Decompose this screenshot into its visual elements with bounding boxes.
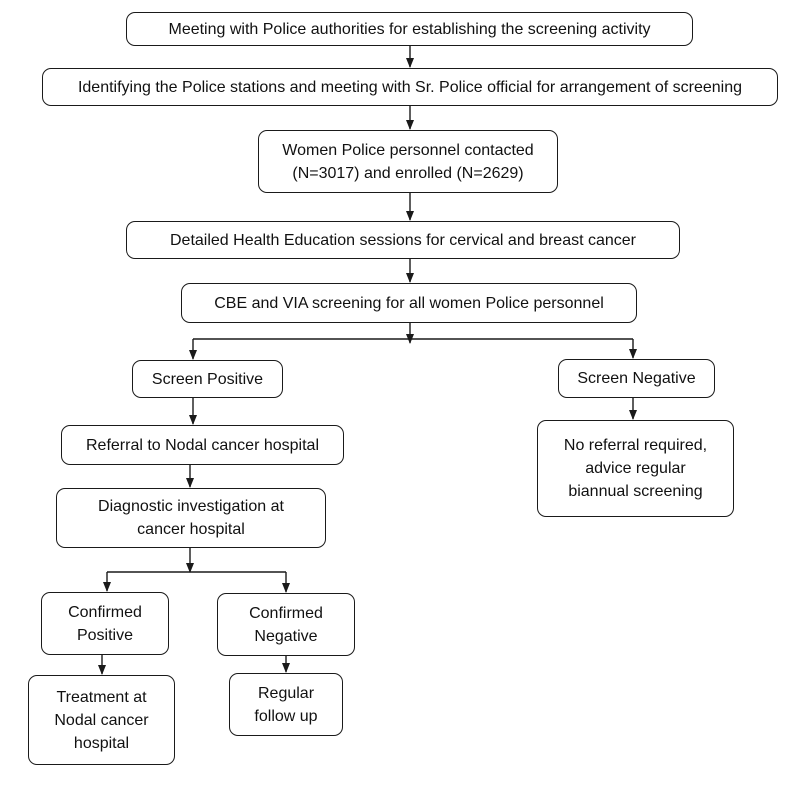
box-treatment-nodal-hospital-text: Treatment at Nodal cancer hospital: [54, 688, 149, 752]
box-cbe-via-screening: CBE and VIA screening for all women Poli…: [181, 283, 637, 323]
box-treatment-nodal-hospital: Treatment at Nodal cancer hospital: [28, 675, 175, 765]
box-screen-negative: Screen Negative: [558, 359, 715, 398]
box-identify-police-stations-text: Identifying the Police stations and meet…: [77, 78, 743, 96]
box-screen-positive-text: Screen Positive: [151, 370, 264, 388]
box-health-education: Detailed Health Education sessions for c…: [126, 221, 680, 259]
box-screen-positive: Screen Positive: [132, 360, 283, 398]
box-no-referral-required: No referral required, advice regular bia…: [537, 420, 734, 517]
box-meeting-police-authorities: Meeting with Police authorities for esta…: [126, 12, 693, 46]
box-personnel-contacted-text: Women Police personnel contacted (N=3017…: [282, 141, 534, 182]
box-referral-nodal-hospital: Referral to Nodal cancer hospital: [61, 425, 344, 465]
box-health-education-text: Detailed Health Education sessions for c…: [169, 231, 637, 249]
box-regular-follow-up-text: Regular follow up: [254, 684, 318, 725]
box-referral-nodal-hospital-text: Referral to Nodal cancer hospital: [85, 436, 319, 454]
box-diagnostic-investigation: Diagnostic investigation at cancer hospi…: [56, 488, 326, 548]
box-screen-negative-text: Screen Negative: [577, 370, 696, 387]
box-identify-police-stations: Identifying the Police stations and meet…: [42, 68, 778, 106]
box-regular-follow-up: Regular follow up: [229, 673, 343, 736]
box-confirmed-negative: Confirmed Negative: [217, 593, 355, 656]
box-personnel-contacted: Women Police personnel contacted (N=3017…: [258, 130, 558, 193]
box-cbe-via-screening-text: CBE and VIA screening for all women Poli…: [214, 294, 604, 312]
box-confirmed-positive: Confirmed Positive: [41, 592, 169, 655]
box-confirmed-negative-text: Confirmed Negative: [249, 604, 323, 645]
box-diagnostic-investigation-text: Diagnostic investigation at cancer hospi…: [98, 498, 284, 538]
box-meeting-police-authorities-text: Meeting with Police authorities for esta…: [168, 20, 651, 38]
box-no-referral-required-text: No referral required, advice regular bia…: [563, 437, 708, 500]
box-confirmed-positive-text: Confirmed Positive: [68, 603, 142, 644]
